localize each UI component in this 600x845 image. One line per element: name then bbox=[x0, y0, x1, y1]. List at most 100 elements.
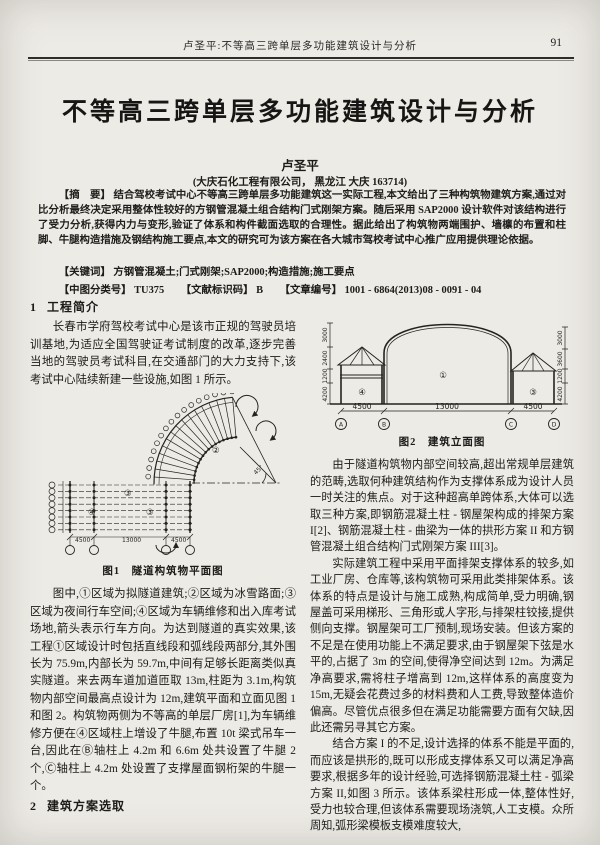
section-2-heading: 2 建筑方案选取 bbox=[30, 798, 296, 815]
fan-inner-dot bbox=[234, 435, 238, 439]
fan-inner-dot bbox=[195, 465, 199, 469]
section-1-number: 1 bbox=[30, 300, 37, 314]
grid-node-dot bbox=[188, 489, 192, 493]
section-1-title: 工程简介 bbox=[47, 300, 100, 314]
grid-row-bubble bbox=[48, 488, 56, 495]
fan-spoke-bubble bbox=[145, 473, 151, 480]
figure2-label-left: ④ bbox=[358, 388, 366, 398]
right-paragraph-2: 实际建筑工程中采用平面排架支撑体系的较多,如工业厂房、仓库等,该构筑物可采用此类… bbox=[310, 557, 574, 734]
grid-row-bubble bbox=[48, 526, 56, 534]
grid-node-dot bbox=[92, 483, 96, 487]
running-head: 卢圣平:不等高三跨单层多功能建筑设计与分析 bbox=[183, 41, 417, 52]
left-truss-outline bbox=[336, 346, 387, 366]
abstract-text: 结合驾校考试中心不等高三跨单层多功能建筑这一实际工程,本文给出了三种构筑物建筑方… bbox=[38, 190, 567, 246]
figure-2-caption: 图2 建筑立面图 bbox=[398, 437, 486, 448]
fan-inner-dot bbox=[230, 436, 233, 440]
grid-node-dot bbox=[164, 521, 168, 525]
grid-row-bubble bbox=[48, 520, 56, 527]
abstract-label: 【摘 要】 bbox=[58, 190, 111, 201]
grid-node-dot bbox=[68, 509, 72, 513]
grid-node-dot bbox=[164, 528, 168, 532]
figure-2-elevation-drawing: ① ④ ③ 4500 13000 4500 A B C D bbox=[322, 322, 568, 430]
fan-spoke-bubble bbox=[146, 465, 152, 471]
fan-inner-dot bbox=[192, 478, 196, 482]
fan-spoke bbox=[155, 468, 195, 476]
fan-spoke-bubble bbox=[174, 412, 181, 419]
fan-spoke-bubble bbox=[188, 402, 194, 408]
fan-inner-dot bbox=[199, 458, 202, 461]
right-dim-1200: 1200 bbox=[557, 368, 564, 383]
clc-value: TU375 bbox=[131, 285, 165, 296]
grid-node-dot bbox=[164, 496, 168, 500]
fan-inner-dot bbox=[204, 451, 207, 454]
right-truss-webs bbox=[521, 352, 545, 372]
right-dim-ticks bbox=[562, 326, 568, 405]
fan-spoke bbox=[156, 460, 196, 472]
grid-node-dot bbox=[92, 515, 96, 519]
right-column: ① ④ ③ 4500 13000 4500 A B C D bbox=[310, 299, 574, 835]
fan-spoke bbox=[181, 419, 209, 450]
figure2-dim-mid: 13000 bbox=[435, 402, 459, 411]
figure-1-plan-drawing: 45° ② ③ ④ ③ 4500 13000 4500 bbox=[48, 393, 282, 555]
fan-inner-dot bbox=[226, 437, 229, 441]
grid-node-dot bbox=[68, 496, 72, 500]
grid-node-dot bbox=[68, 502, 72, 506]
fan-spoke bbox=[154, 476, 195, 481]
figure-1-generated-geometry bbox=[48, 393, 277, 555]
fan-spoke bbox=[224, 398, 233, 438]
angle-arc bbox=[261, 473, 267, 484]
grid-node-dot bbox=[68, 521, 72, 525]
grid-node-dot bbox=[164, 489, 168, 493]
figure-1-caption: 图1 隧道构筑物平面图 bbox=[102, 566, 224, 578]
doccode-value: B bbox=[253, 285, 264, 296]
doccode-segment: 【文献标识码】 B bbox=[181, 285, 263, 296]
fan-spoke bbox=[194, 409, 216, 445]
fan-spoke-bubble bbox=[196, 397, 202, 404]
right-paragraph-1: 由于隧道构筑物内部空间较高,超出常规单层建筑的范畴,选取何种建筑结构作为支撑体系… bbox=[310, 459, 574, 554]
grid-node-dot bbox=[188, 528, 192, 532]
fan-spoke-bubble bbox=[154, 440, 160, 446]
clc-label: 【中图分类号】 bbox=[58, 285, 132, 296]
page-number: 91 bbox=[550, 37, 563, 49]
abstract-paragraph: 【摘 要】 结合驾校考试中心不等高三跨单层多功能建筑这一实际工程,本文给出了三种… bbox=[38, 188, 566, 248]
direction-arrow-top-icon bbox=[235, 395, 259, 417]
fan-spoke bbox=[232, 397, 237, 438]
grid-node-dot bbox=[92, 496, 96, 500]
fan-spoke bbox=[166, 438, 201, 460]
article-author: 卢圣平 bbox=[281, 159, 319, 173]
section-1-heading: 1 工程简介 bbox=[30, 299, 296, 316]
grid-row-bubble bbox=[48, 500, 56, 508]
right-dim-3000: 3000 bbox=[557, 330, 564, 345]
figure2-label-center: ① bbox=[439, 371, 447, 381]
right-paragraph-3: 结合方案 I 的不足,设计选择的体系不能是平面的,而应该是拱形的,既可以形成支撑… bbox=[310, 738, 574, 833]
right-truss-outline bbox=[509, 352, 558, 372]
grid-row-bubble bbox=[48, 513, 56, 521]
articleid-segment: 【文章编号】 1001 - 6864(2013)08 - 0091 - 04 bbox=[280, 285, 482, 296]
grid-row-bubble bbox=[48, 494, 56, 502]
grid-node-dot bbox=[188, 509, 192, 513]
direction-arrow-side-icon bbox=[255, 420, 277, 441]
fan-spoke bbox=[201, 405, 220, 443]
axis-a-label: A bbox=[339, 422, 344, 429]
plan-axis-bubble bbox=[89, 545, 99, 555]
section-2-title: 建筑方案选取 bbox=[47, 799, 126, 814]
grid-node-dot bbox=[188, 483, 192, 487]
section-2-number: 2 bbox=[30, 799, 37, 814]
left-dim-1200: 1200 bbox=[322, 368, 329, 383]
figure1-dim-mid: 13000 bbox=[122, 537, 141, 544]
fan-spoke-bubble bbox=[168, 418, 175, 425]
figure-1: 45° ② ③ ④ ③ 4500 13000 4500 图1 隧道构筑物平面图 bbox=[30, 393, 296, 580]
grid-row-bubble bbox=[48, 507, 56, 514]
axis-b-label: B bbox=[382, 422, 386, 429]
grid-node-dot bbox=[68, 489, 72, 493]
fan-spoke-bubble bbox=[150, 448, 157, 454]
keywords-text: 方钢管混凝土;门式刚架;SAP2000;构造措施;施工要点 bbox=[110, 267, 355, 278]
grid-node-dot bbox=[188, 515, 192, 519]
axis-bubbles bbox=[335, 418, 560, 430]
figure1-region-top-label: ③ bbox=[124, 489, 132, 499]
left-truss-webs bbox=[349, 346, 375, 366]
axis-c-label: C bbox=[509, 422, 513, 429]
left-dim-3000: 3000 bbox=[322, 327, 329, 342]
fan-inner-dot bbox=[207, 447, 210, 451]
